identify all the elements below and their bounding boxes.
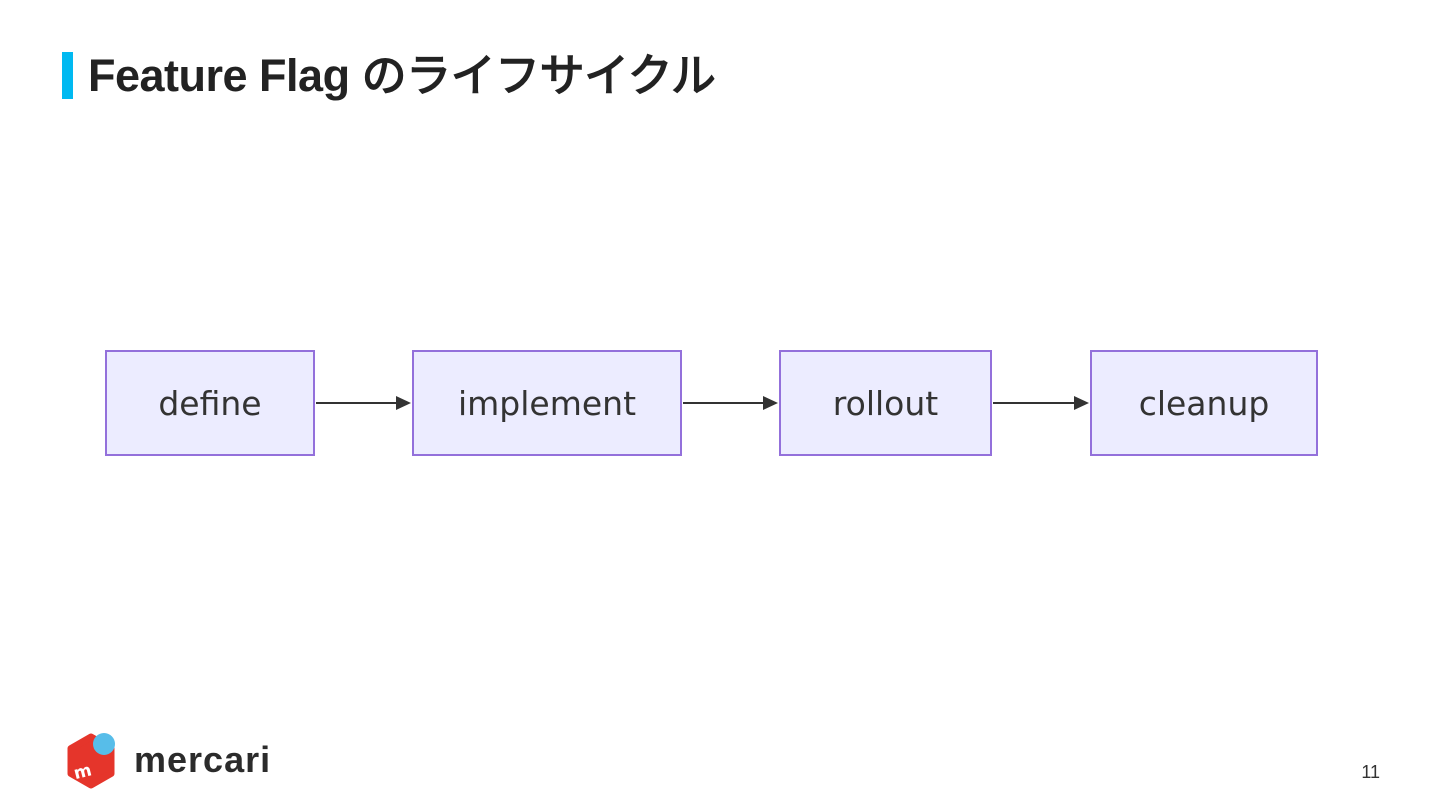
arrow-line — [993, 402, 1080, 404]
arrowhead-icon — [763, 396, 778, 410]
mercari-logo: m mercari — [66, 731, 271, 789]
flow-arrow-define-implement — [316, 396, 411, 410]
arrowhead-icon — [1074, 396, 1089, 410]
flow-arrow-rollout-cleanup — [993, 396, 1089, 410]
arrowhead-icon — [396, 396, 411, 410]
slide-header: Feature Flag のライフサイクル — [62, 50, 716, 101]
flow-node-define: define — [105, 350, 315, 456]
logo-blue-dot — [93, 733, 115, 755]
mercari-cube-icon: m — [67, 733, 115, 789]
flow-node-cleanup: cleanup — [1090, 350, 1318, 456]
arrow-line — [316, 402, 402, 404]
title-accent-bar — [62, 52, 73, 99]
arrow-line — [683, 402, 769, 404]
page-title: Feature Flag のライフサイクル — [88, 50, 716, 101]
flow-node-implement: implement — [412, 350, 682, 456]
flow-arrow-implement-rollout — [683, 396, 778, 410]
logo-m-letter: m — [72, 760, 94, 784]
page-number: 11 — [1361, 762, 1380, 782]
mercari-wordmark: mercari — [134, 739, 272, 780]
flow-node-rollout: rollout — [779, 350, 992, 456]
